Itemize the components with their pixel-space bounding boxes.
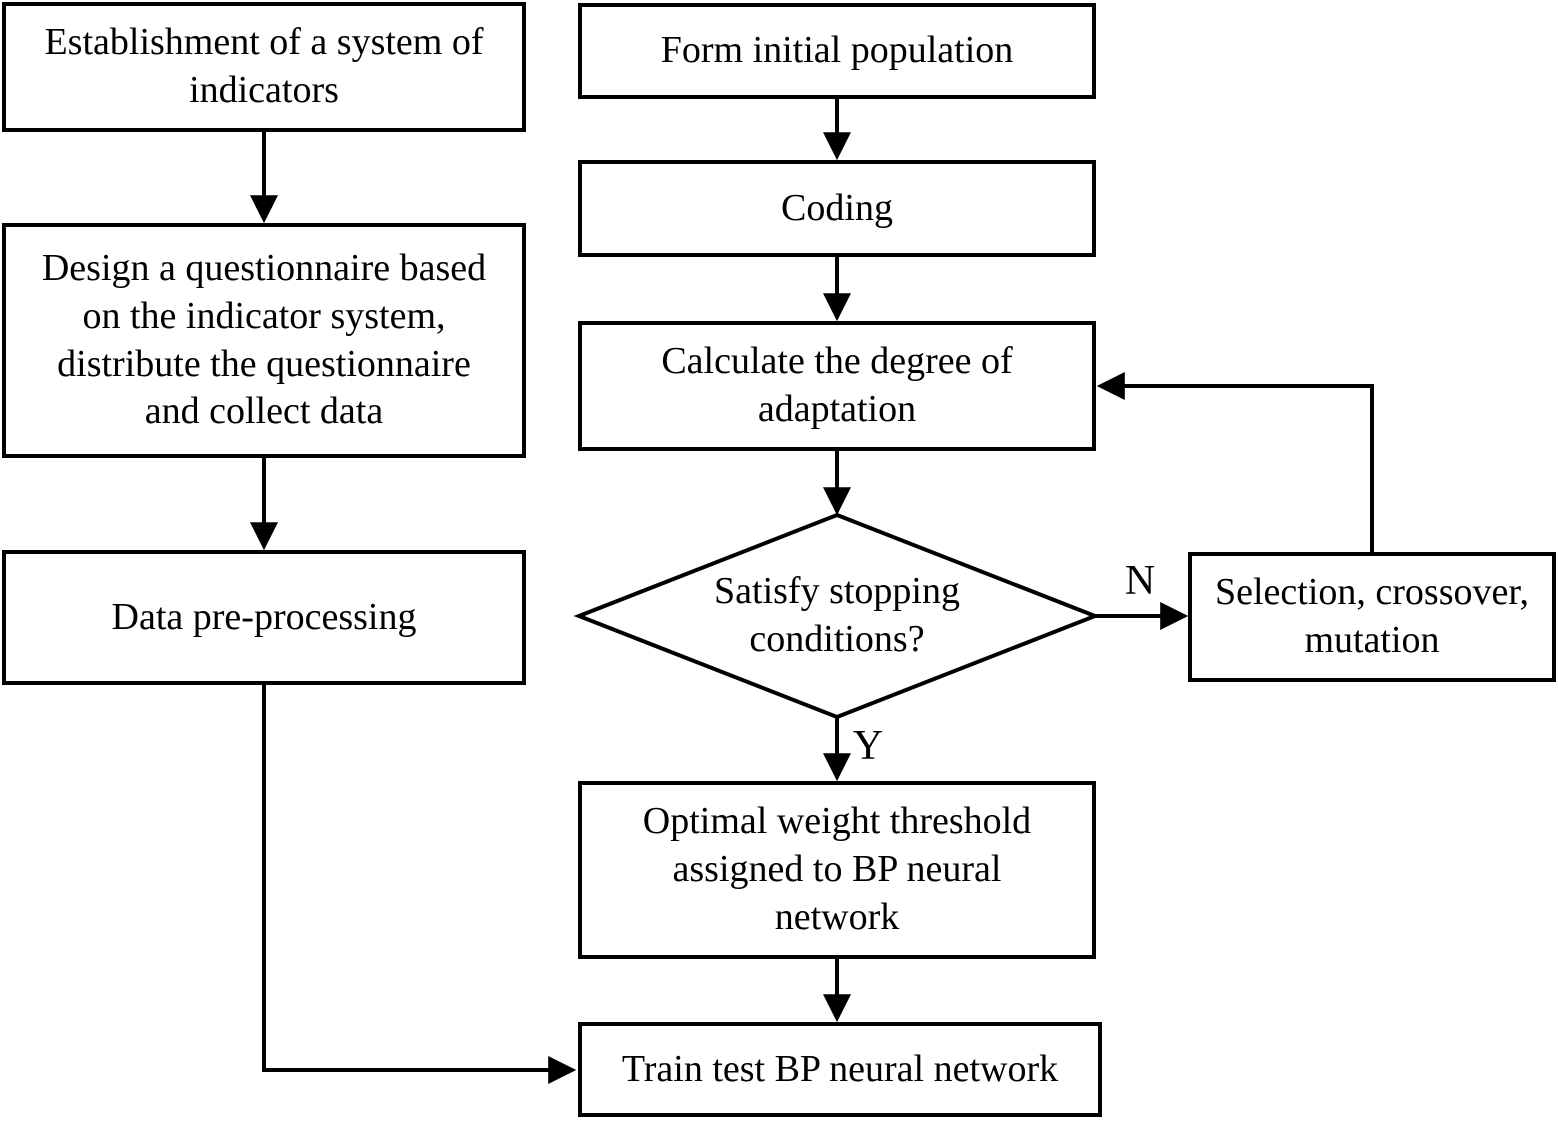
node-coding: Coding: [578, 160, 1096, 257]
node-selection-crossover-mutation: Selection, crossover, mutation: [1188, 552, 1556, 682]
edge-label-yes: Y: [852, 723, 884, 769]
node-train-test-bp-network: Train test BP neural network: [578, 1022, 1102, 1117]
decision-diamond-shape: [573, 512, 1101, 720]
node-calculate-degree-of-adaptation: Calculate the degree of adaptation: [578, 321, 1096, 451]
arrow-preprocessing-to-train: [262, 685, 577, 1084]
edge-label-no: N: [1124, 558, 1156, 604]
node-satisfy-stopping-conditions: Satisfy stopping conditions?: [714, 570, 960, 660]
node-form-initial-population: Form initial population: [578, 3, 1096, 99]
node-data-pre-processing: Data pre-processing: [2, 550, 526, 685]
arrow-selection-feedback-to-calculate: [1096, 372, 1374, 552]
node-establishment-of-indicators: Establishment of a system of indicators: [2, 2, 526, 132]
node-design-questionnaire: Design a questionnaire based on the indi…: [2, 223, 526, 458]
node-optimal-weight-threshold: Optimal weight threshold assigned to BP …: [578, 781, 1096, 959]
